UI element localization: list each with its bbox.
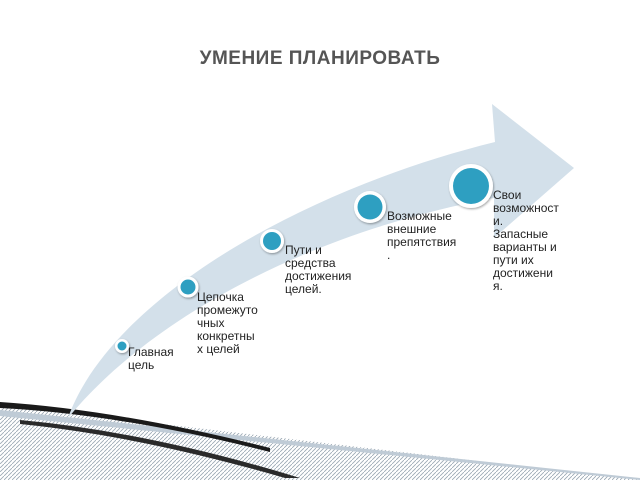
curved-arrow xyxy=(68,104,574,418)
step-node-3 xyxy=(260,229,284,253)
floor-stripe-dark xyxy=(0,402,270,452)
step-node-5 xyxy=(449,164,493,208)
step-label-3: Пути и средства достижения целей. xyxy=(285,243,352,296)
step-label-2: Цепочка промежуто чных конкретны х целей xyxy=(197,290,258,356)
step-node-1 xyxy=(115,339,129,353)
step-label-4: Возможные внешние препятствия . xyxy=(387,209,457,262)
step-node-4 xyxy=(354,191,386,223)
floor-stripe-dark-2 xyxy=(20,420,300,478)
step-node-2 xyxy=(177,276,199,298)
step-label-1: Главная цель xyxy=(128,345,174,372)
step-label-5: Свои возможност и. Запасные варианты и п… xyxy=(493,188,559,293)
slide-title: УМЕНИЕ ПЛАНИРОВАТЬ xyxy=(199,48,441,69)
